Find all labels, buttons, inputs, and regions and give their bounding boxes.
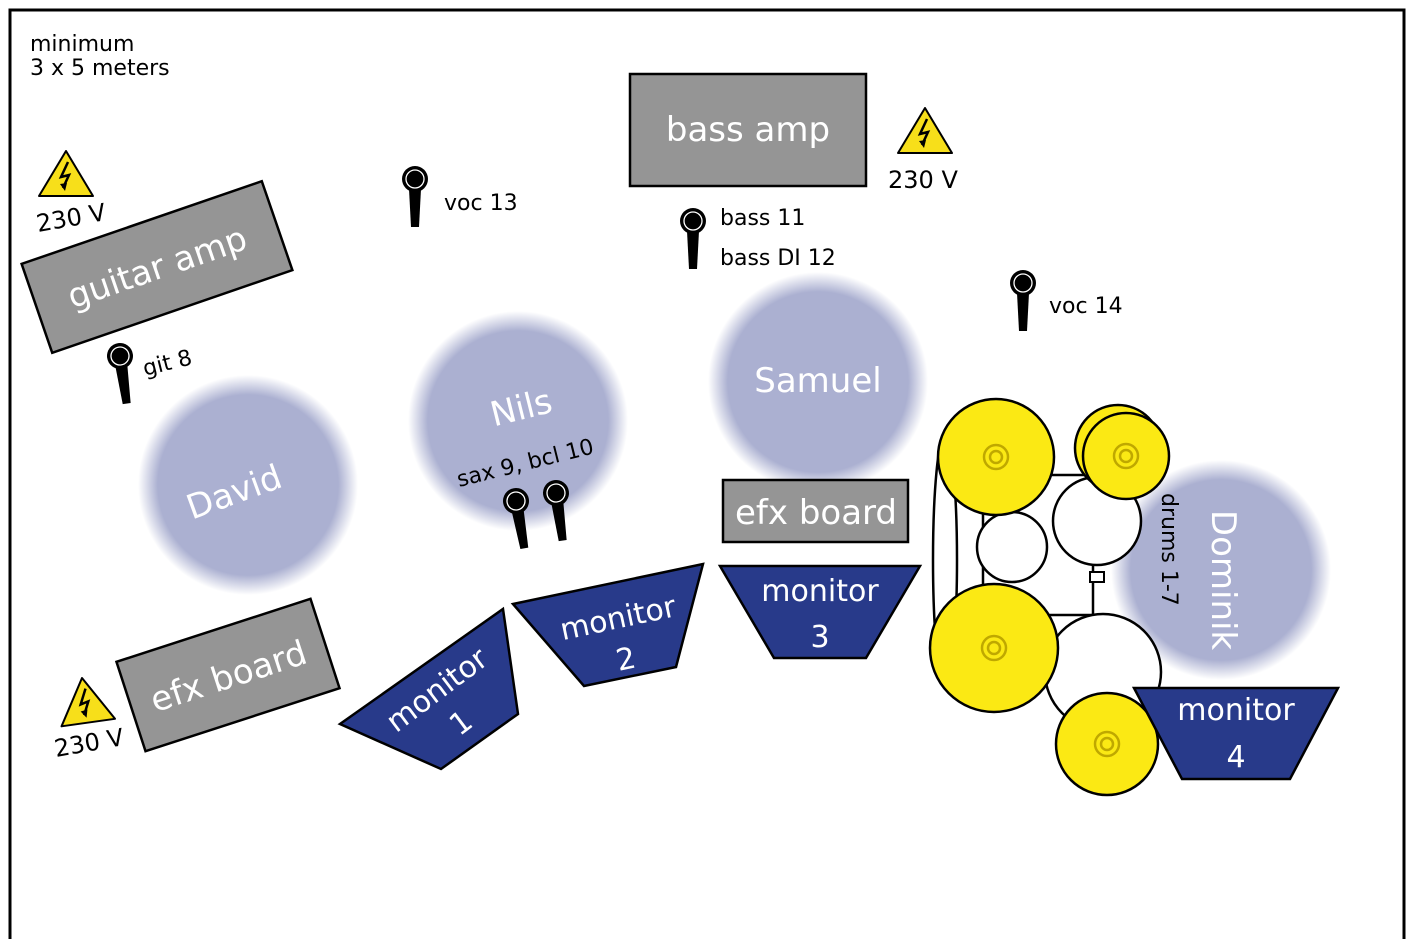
- power-warning-icon: [896, 106, 954, 155]
- mic-label-voc13: voc 13: [444, 191, 518, 216]
- monitor-2: monitor 2: [510, 562, 705, 688]
- cymbal: [1054, 691, 1160, 797]
- hihat-cymbal: [1073, 403, 1171, 501]
- power-label: 230 V: [34, 198, 108, 238]
- cymbal: [928, 582, 1060, 714]
- mic-label-bass11: bass 11: [720, 206, 805, 231]
- player-nils: [408, 311, 628, 531]
- player-samuel-label: Samuel: [754, 361, 881, 401]
- player-dominik-label: Dominik: [1203, 510, 1243, 651]
- drum-pedal: [1089, 571, 1105, 583]
- bass-amp: bass amp: [628, 72, 868, 188]
- monitor-1: monitor 1: [337, 606, 520, 771]
- player-dominik: [1111, 460, 1331, 680]
- monitor-3-number: 3: [810, 620, 829, 655]
- mic-label-bassdi12: bass DI 12: [720, 246, 836, 271]
- mic-label-git8: git 8: [140, 346, 194, 382]
- efx-board-left: efx board: [114, 597, 342, 753]
- efx-board-center: efx board: [721, 478, 910, 544]
- drum-snare: [975, 510, 1049, 584]
- monitor-3: monitor 3: [717, 564, 923, 660]
- monitor-3-word: monitor: [761, 574, 879, 609]
- mic-label-drums: drums 1-7: [1156, 493, 1181, 606]
- stage-size-note-line1: minimum: [30, 32, 134, 57]
- efx-board-center-label: efx board: [735, 493, 897, 533]
- drum-kit: [928, 397, 1171, 797]
- vocal-mic-icon: [401, 165, 429, 228]
- monitor-4: monitor 4: [1131, 686, 1341, 781]
- player-david: [138, 375, 358, 595]
- power-warning-icon: [37, 149, 95, 198]
- bass-mic-icon: [679, 207, 707, 270]
- monitor-4-number: 4: [1226, 740, 1245, 775]
- mic-label-voc14: voc 14: [1049, 294, 1123, 319]
- guitar-mic-icon: [104, 340, 141, 406]
- vocal-mic-icon: [1009, 269, 1037, 332]
- power-warning-icon: [54, 672, 117, 728]
- player-samuel: [708, 272, 928, 492]
- cymbal: [936, 397, 1056, 517]
- stage-border: [8, 8, 1406, 939]
- bass-amp-label: bass amp: [666, 110, 830, 150]
- stage-size-note-line2: 3 x 5 meters: [30, 56, 170, 81]
- power-label: 230 V: [52, 723, 126, 763]
- power-label: 230 V: [888, 166, 958, 194]
- monitor-4-word: monitor: [1177, 693, 1295, 728]
